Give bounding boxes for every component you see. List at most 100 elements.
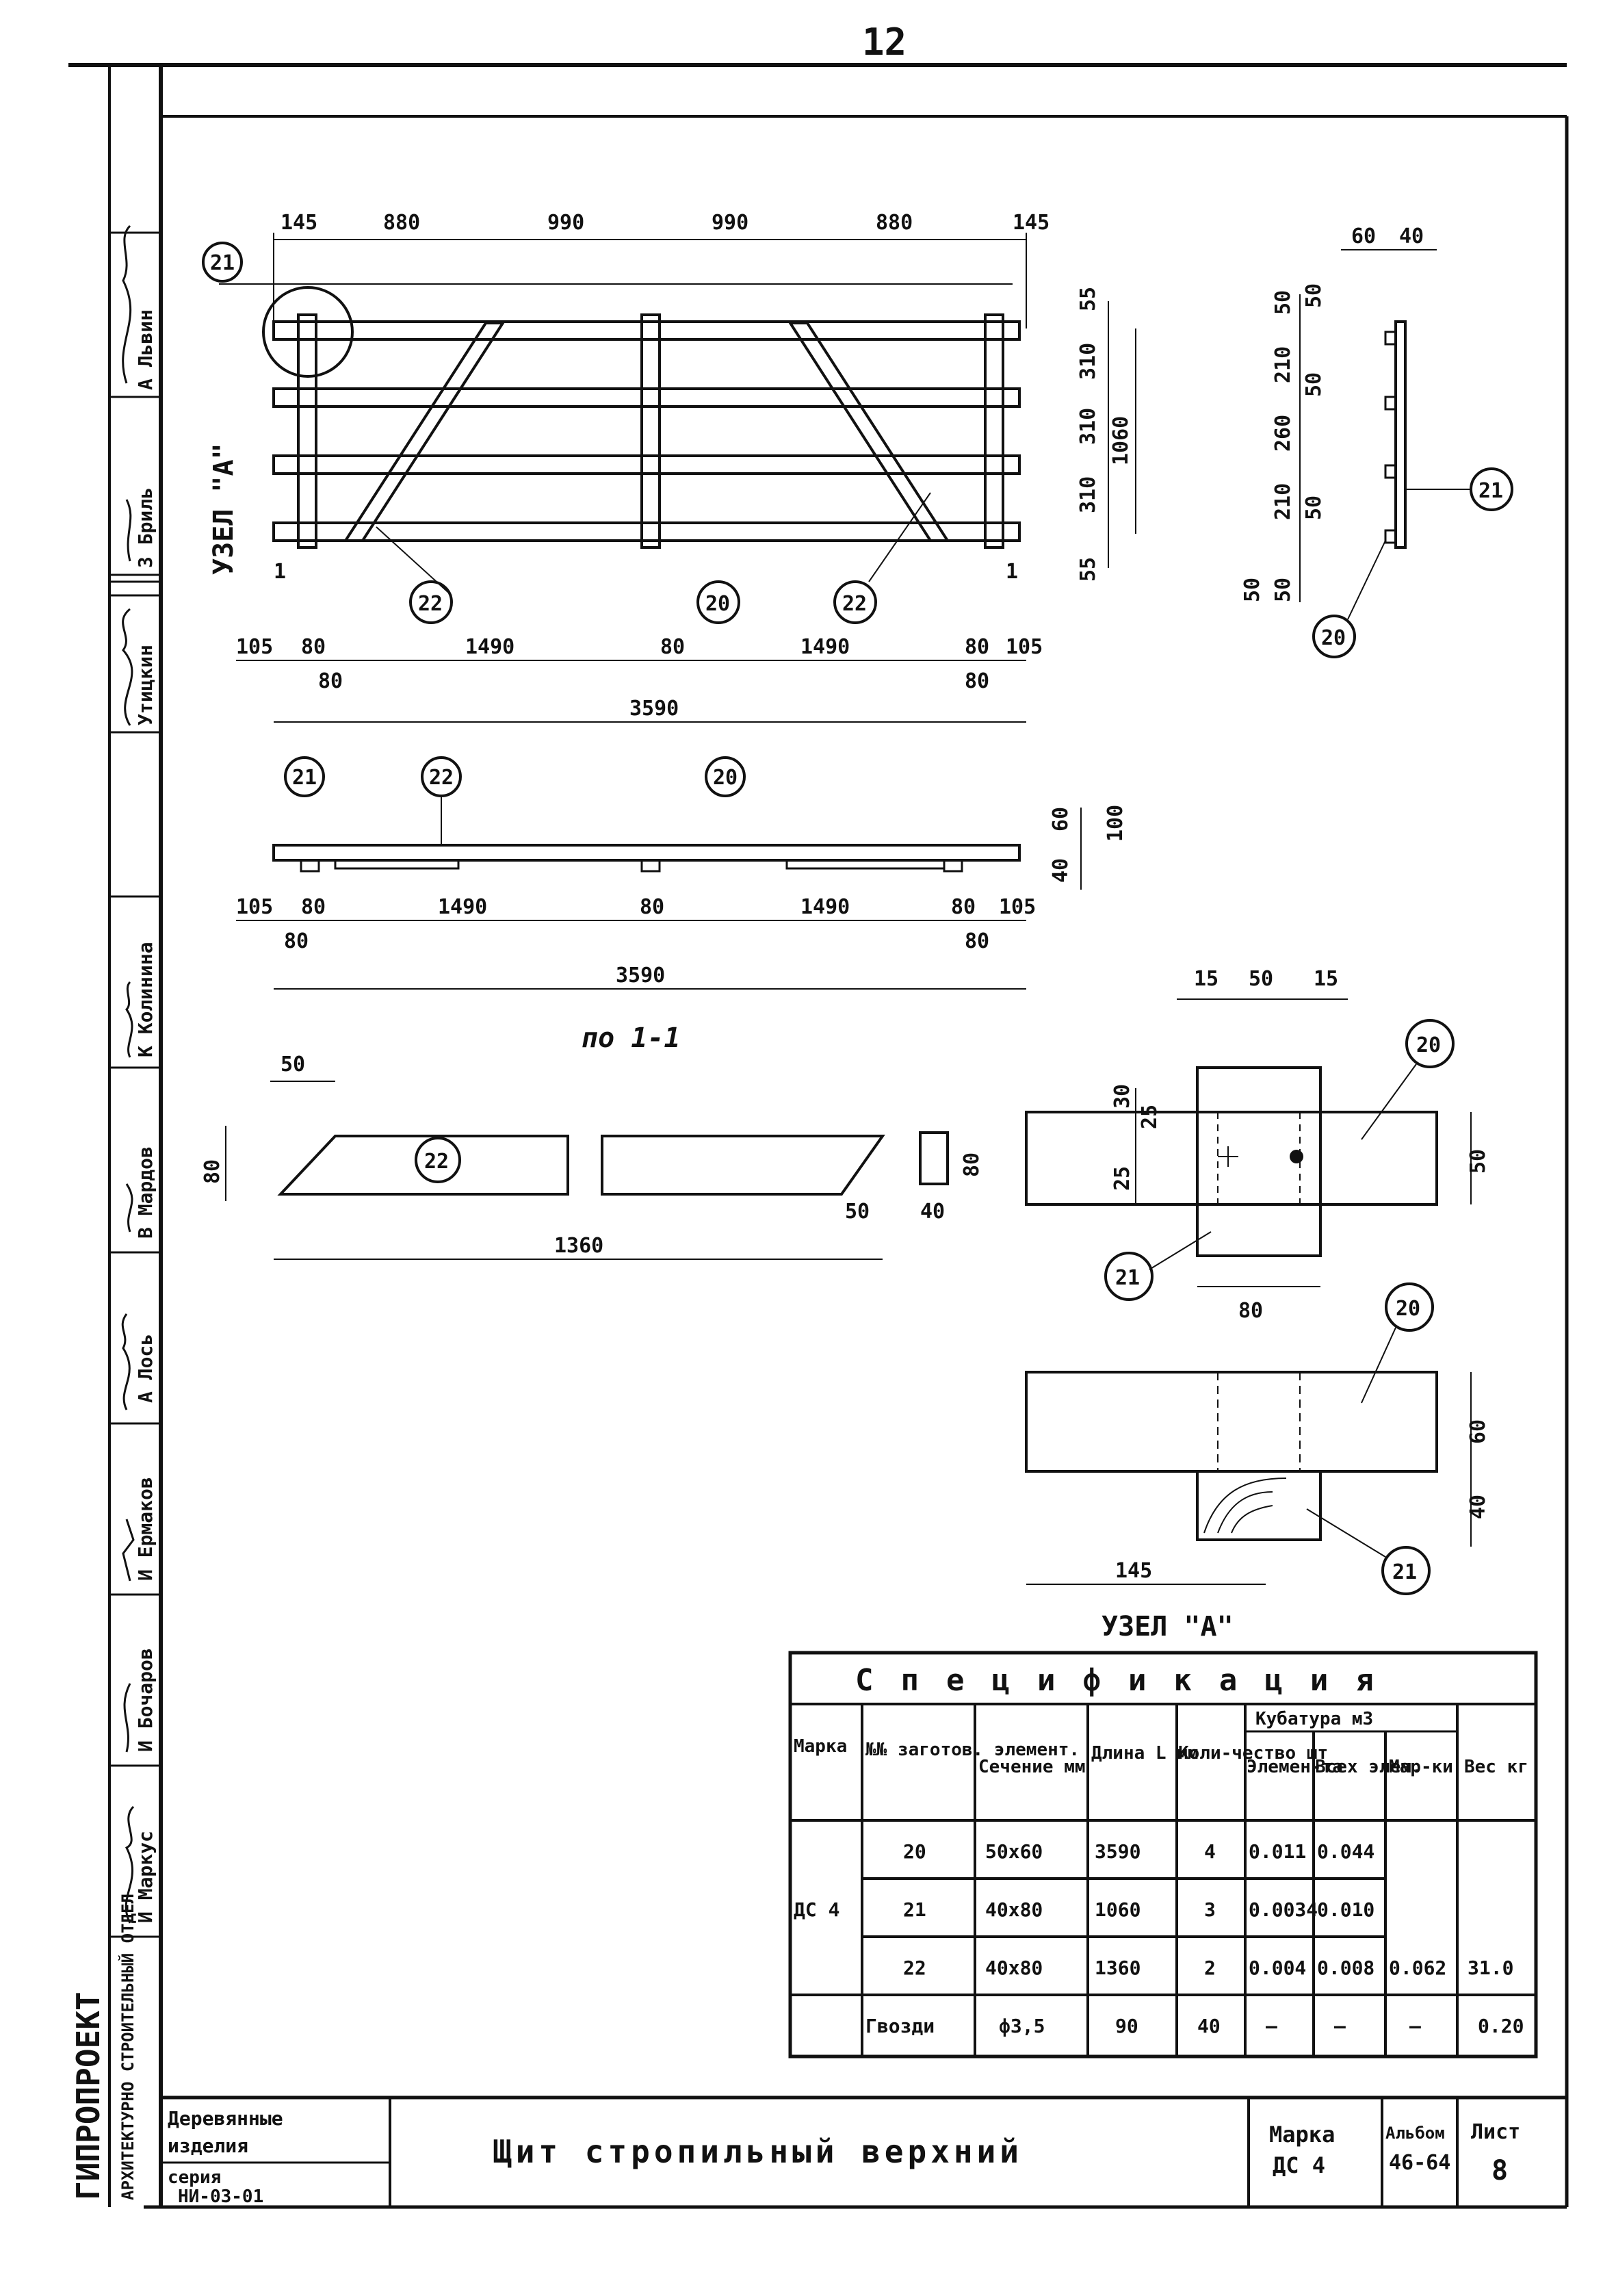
section-mark-right: 1 bbox=[1006, 560, 1018, 584]
board-20-3 bbox=[272, 454, 1021, 475]
elev-board bbox=[272, 844, 1021, 862]
svg-text:80: 80 bbox=[640, 895, 664, 919]
svg-text:21: 21 bbox=[210, 251, 235, 275]
svg-text:21: 21 bbox=[903, 1898, 926, 1921]
category-line2: изделия bbox=[168, 2134, 248, 2157]
svg-text:Элемен-та: Элемен-та bbox=[1247, 1757, 1343, 1777]
svg-text:80: 80 bbox=[200, 1159, 224, 1184]
plan-bottom-dims: 105 80 1490 80 1490 80 105 80 80 bbox=[236, 635, 1043, 693]
svg-text:20: 20 bbox=[1416, 1033, 1441, 1057]
spec-row-1: 20 50x60 3590 4 0.011 0.044 bbox=[903, 1840, 1374, 1863]
svg-text:22: 22 bbox=[842, 592, 867, 616]
svg-text:145: 145 bbox=[281, 211, 317, 235]
batten-21-right bbox=[984, 313, 1004, 549]
svg-text:20: 20 bbox=[903, 1840, 926, 1863]
svg-text:310: 310 bbox=[1076, 408, 1100, 445]
stamp-name-6: К Колинина bbox=[134, 942, 157, 1057]
svg-text:260: 260 bbox=[1271, 415, 1295, 452]
svg-text:40: 40 bbox=[1049, 858, 1073, 883]
svg-text:0.20: 0.20 bbox=[1478, 2015, 1524, 2037]
stamp-name-1: И Маркус bbox=[134, 1831, 157, 1923]
svg-text:50: 50 bbox=[281, 1053, 305, 1076]
svg-text:30: 30 bbox=[1110, 1084, 1134, 1109]
svg-text:100: 100 bbox=[1104, 805, 1128, 842]
svg-text:22: 22 bbox=[418, 592, 443, 616]
sheet-frame bbox=[68, 63, 1569, 2209]
node-left-dims: 30 25 25 bbox=[1110, 1084, 1162, 1204]
svg-text:1360: 1360 bbox=[1095, 1957, 1141, 1979]
approval-stamp: И Маркус И Бочаров И Ермаков А Лось В Ма… bbox=[70, 224, 161, 2200]
spec-row-3: 22 40x80 1360 2 0.004 0.008 bbox=[903, 1957, 1374, 1979]
batten-21-left bbox=[297, 313, 317, 549]
svg-text:22: 22 bbox=[429, 766, 454, 790]
brace-length: 1360 bbox=[554, 1234, 603, 1258]
svg-text:105: 105 bbox=[236, 635, 273, 659]
svg-text:Коли-чество шт: Коли-чество шт bbox=[1178, 1743, 1328, 1764]
svg-text:80: 80 bbox=[965, 929, 989, 953]
svg-text:105: 105 bbox=[236, 895, 273, 919]
svg-text:25: 25 bbox=[1110, 1166, 1134, 1191]
svg-text:310: 310 bbox=[1076, 476, 1100, 513]
svg-text:80: 80 bbox=[965, 635, 989, 659]
svg-text:60: 60 bbox=[1049, 807, 1073, 831]
spec-weight: 31.0 bbox=[1468, 1957, 1513, 1979]
node-a-circle bbox=[262, 286, 354, 378]
svg-text:80: 80 bbox=[660, 635, 685, 659]
svg-text:Марка: Марка bbox=[794, 1736, 847, 1757]
svg-text:22: 22 bbox=[903, 1957, 926, 1979]
svg-text:990: 990 bbox=[547, 211, 584, 235]
svg-text:1490: 1490 bbox=[438, 895, 487, 919]
series-label: серия bbox=[168, 2167, 221, 2188]
svg-text:310: 310 bbox=[1076, 343, 1100, 380]
svg-text:15: 15 bbox=[1194, 967, 1218, 991]
svg-text:20: 20 bbox=[705, 592, 730, 616]
svg-text:20: 20 bbox=[1396, 1297, 1420, 1321]
svg-text:80: 80 bbox=[965, 669, 989, 693]
svg-text:60: 60 bbox=[1466, 1419, 1490, 1444]
stamp-name-3: И Ермаков bbox=[134, 1477, 157, 1581]
brace-22-right bbox=[787, 322, 950, 542]
elev-position-marks: 21 22 20 bbox=[284, 756, 746, 849]
svg-text:105: 105 bbox=[1006, 635, 1043, 659]
svg-text:50: 50 bbox=[1302, 372, 1326, 397]
svg-text:15: 15 bbox=[1314, 967, 1338, 991]
svg-text:90: 90 bbox=[1115, 2015, 1138, 2037]
svg-text:60: 60 bbox=[1351, 224, 1376, 248]
marka-label: Марка bbox=[1269, 2121, 1335, 2147]
svg-text:40: 40 bbox=[920, 1200, 945, 1224]
org-name: ГИПРОПРОЕКТ bbox=[70, 1991, 107, 2200]
svg-text:80: 80 bbox=[1238, 1299, 1263, 1323]
series-value: НИ-03-01 bbox=[178, 2187, 263, 2207]
svg-text:Кубатура м3: Кубатура м3 bbox=[1255, 1709, 1373, 1729]
svg-text:50: 50 bbox=[1271, 578, 1295, 602]
board-20-2 bbox=[272, 387, 1021, 408]
svg-text:Сечение мм: Сечение мм bbox=[978, 1757, 1086, 1777]
elevation-view: 21 22 20 60 100 40 105 80 1490 80 1490 8… bbox=[236, 756, 1128, 1054]
svg-text:0.010: 0.010 bbox=[1317, 1898, 1374, 1921]
plan-right-dims: 55 310 310 310 55 1060 bbox=[1076, 287, 1133, 582]
sheet-value: 8 bbox=[1491, 2155, 1508, 2187]
svg-text:40: 40 bbox=[1197, 2015, 1221, 2037]
svg-text:880: 880 bbox=[383, 211, 420, 235]
org-subtitle: АРХИТЕКТУРНО СТРОИТЕЛЬНЫЙ ОТДЕЛ bbox=[118, 1894, 138, 2200]
sheet-label: Лист bbox=[1471, 2120, 1520, 2144]
svg-text:1490: 1490 bbox=[800, 635, 850, 659]
signatures bbox=[121, 224, 135, 1924]
svg-text:1490: 1490 bbox=[465, 635, 514, 659]
title-block: Деревянные изделия серия НИ-03-01 Щит ст… bbox=[161, 2095, 1567, 2207]
svg-text:0.0034: 0.0034 bbox=[1249, 1898, 1318, 1921]
svg-text:50: 50 bbox=[1249, 967, 1273, 991]
svg-text:105: 105 bbox=[999, 895, 1036, 919]
svg-text:21: 21 bbox=[292, 766, 317, 790]
marka-value: ДС 4 bbox=[1273, 2152, 1325, 2178]
stamp-name-5: В Мардов bbox=[134, 1146, 157, 1239]
svg-text:990: 990 bbox=[712, 211, 748, 235]
svg-text:40: 40 bbox=[1466, 1495, 1490, 1519]
svg-text:50: 50 bbox=[1466, 1149, 1490, 1174]
side-board bbox=[1394, 320, 1407, 549]
svg-text:20: 20 bbox=[713, 766, 738, 790]
side-view: 60 40 50 210 260 210 50 50 50 50 50 21 2… bbox=[1240, 224, 1513, 658]
svg-text:1060: 1060 bbox=[1095, 1898, 1141, 1921]
svg-text:40x80: 40x80 bbox=[985, 1957, 1043, 1979]
plan-top-dims: 145 880 990 990 880 145 bbox=[281, 211, 1050, 235]
